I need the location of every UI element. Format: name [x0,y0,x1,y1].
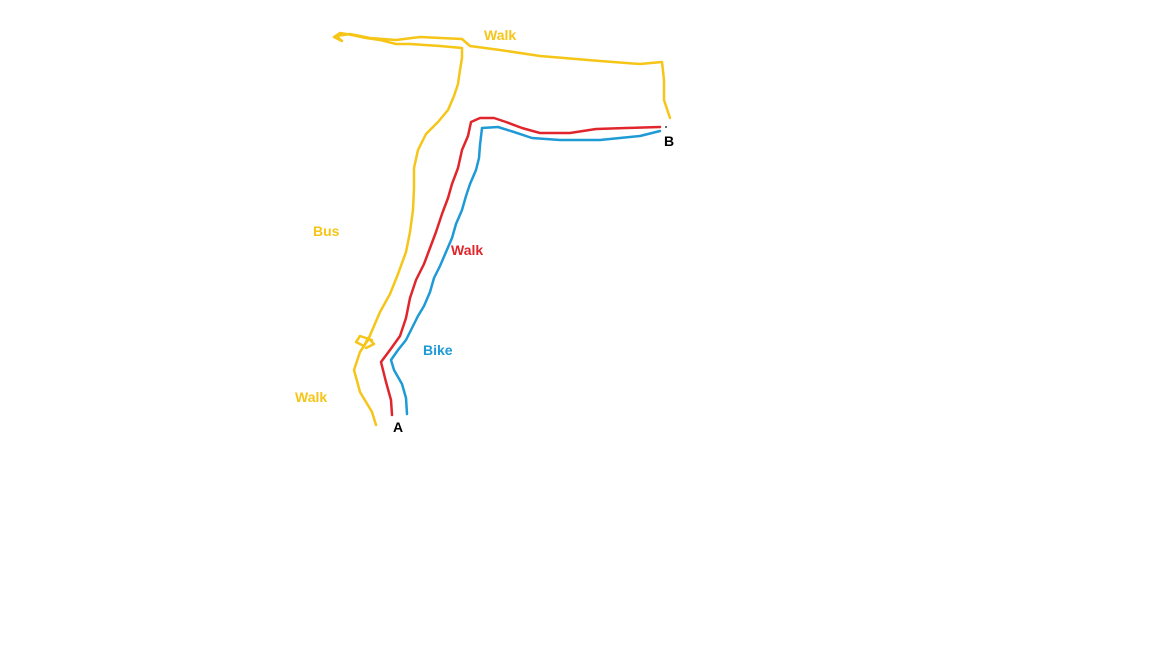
label-bus: Bus [313,223,340,239]
red-route [379,116,662,417]
label-bike: Bike [423,342,453,358]
endpoint-b-label: B [664,133,674,149]
endpoint-b-dot [665,126,667,128]
yellow-loop [354,334,376,350]
yellow-route [332,31,672,427]
label-walk-red: Walk [451,242,483,258]
endpoint-a-label: A [393,419,403,435]
label-walk-top: Walk [484,27,516,43]
label-walk-bottom: Walk [295,389,327,405]
blue-route [389,125,662,416]
